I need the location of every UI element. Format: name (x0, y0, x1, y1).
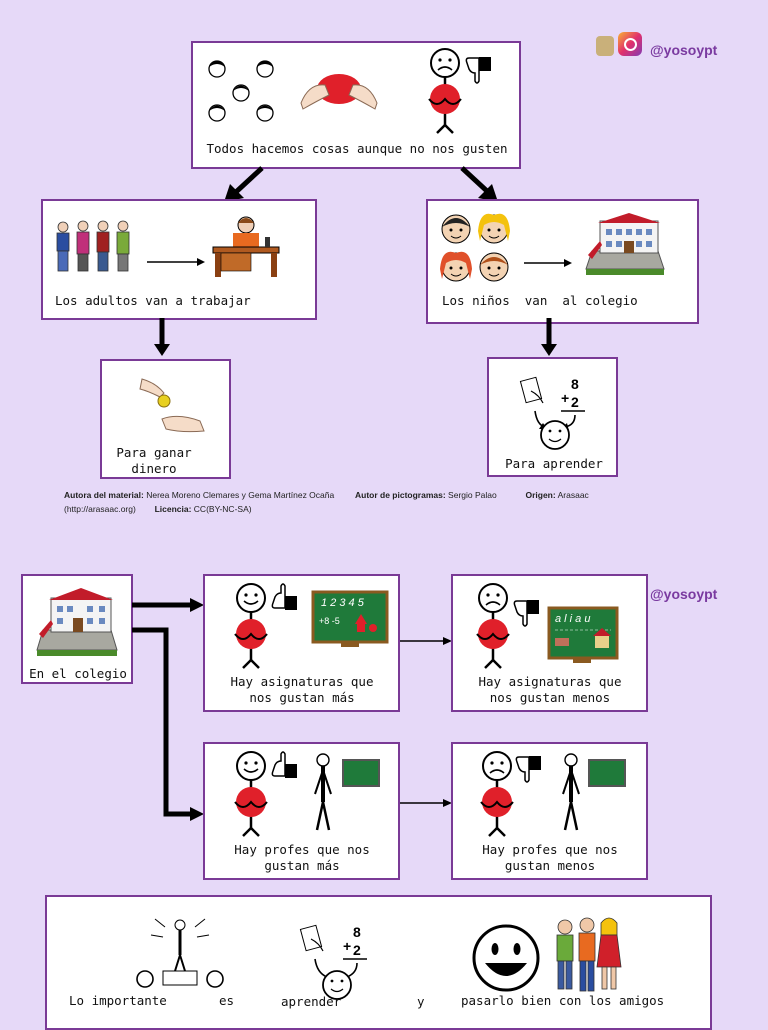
board-numbers-text: 1 2 3 4 5 (321, 597, 365, 609)
bottom-handle[interactable]: @yosoypt (650, 586, 718, 602)
friends-group-icon (556, 917, 622, 992)
svg-text:8: 8 (353, 924, 361, 940)
adults-group-icon (56, 220, 130, 272)
learn-icon: 8 + 2 (519, 376, 585, 450)
sad-figure-icon (476, 583, 510, 669)
teacher-figure-icon (562, 753, 580, 831)
children-faces-icon (440, 213, 510, 282)
sad-figure-icon (480, 751, 514, 837)
board-letters-text: a l i a u (555, 613, 590, 625)
teacher-figure-icon (314, 753, 332, 831)
teachers-dislike-text-2: gustan menos (504, 858, 596, 873)
svg-text:+8 -5: +8 -5 (319, 616, 340, 626)
arrow-right-icon (524, 259, 572, 267)
chalkboard-letters-icon: a l i a u (547, 606, 619, 663)
money-card-text-1: Para ganar (116, 445, 192, 460)
money-card: Para ganar dinero (100, 359, 231, 479)
math-bottom-text: 2 (571, 394, 579, 410)
arrow-down-left (154, 318, 170, 356)
svg-text:+: + (343, 938, 351, 954)
credits-line-1: Autora del material: Nerea Moreno Clemar… (64, 490, 589, 500)
teachers-like-card: Hay profes que nos gustan más (203, 742, 400, 880)
office-worker-icon (212, 216, 280, 277)
learn-card: 8 + 2 Para aprender (487, 357, 618, 477)
money-card-text-2: dinero (131, 461, 177, 476)
learn-icon: 8 + 2 (299, 924, 367, 1000)
arrow-down-right (541, 318, 557, 356)
main-card-text: Todos hacemos cosas aunque no nos gusten (206, 141, 508, 156)
teachers-like-text-2: gustan más (264, 858, 340, 873)
chalkboard-numbers-icon: 1 2 3 4 5 +8 -5 (311, 590, 389, 647)
hands-holding-ball-icon (300, 74, 378, 110)
main-card: Todos hacemos cosas aunque no nos gusten (191, 41, 521, 169)
arrow-left-down (224, 166, 264, 202)
arrow-subjects (400, 637, 452, 645)
instagram-handle[interactable]: @yosoypt (650, 42, 718, 58)
arrow-right-down (460, 166, 498, 202)
school-card-text: En el colegio (29, 666, 127, 681)
adults-card: Los adultos van a trabajar (41, 199, 317, 320)
subjects-dislike-text-2: nos gustan menos (489, 690, 611, 705)
thumbs-up-icon (271, 751, 297, 778)
arrow-right-icon (147, 258, 205, 266)
sad-figure-icon (428, 48, 462, 134)
big-smile-icon (472, 924, 540, 992)
important-figure-icon (136, 918, 224, 988)
school-building-icon (36, 588, 118, 656)
adults-card-text: Los adultos van a trabajar (55, 293, 251, 308)
avatar-icon (596, 36, 614, 56)
teachers-like-text-1: Hay profes que nos (234, 842, 370, 857)
small-board-icon (588, 759, 626, 787)
credits-line-2: (http://arasaac.org) Licencia: CC(BY-NC-… (64, 504, 252, 514)
people-group-icon (208, 60, 274, 122)
instagram-icon[interactable] (618, 32, 642, 56)
summary-card: 8 + 2 Lo importante es aprender y pasarl… (45, 895, 712, 1030)
thumbs-down-icon (465, 57, 491, 84)
happy-figure-icon (234, 583, 268, 669)
svg-text:+: + (561, 390, 569, 406)
summary-text-4: y (417, 994, 425, 1009)
summary-text-2: es (219, 993, 235, 1008)
subjects-like-card: 1 2 3 4 5 +8 -5 Hay asignaturas que nos … (203, 574, 400, 712)
happy-figure-icon (234, 751, 268, 837)
thumbs-down-icon (513, 600, 539, 627)
kids-card: Los niños van al colegio (426, 199, 699, 324)
math-top-text: 8 (571, 376, 579, 392)
school-card: En el colegio (21, 574, 133, 684)
svg-text:2: 2 (353, 942, 361, 958)
summary-text-1: Lo importante (69, 993, 167, 1008)
summary-text-5: pasarlo bien con los amigos (461, 993, 665, 1008)
kids-card-text: Los niños van al colegio (442, 293, 638, 308)
arrow-teachers (400, 799, 452, 807)
summary-text-3: aprender (281, 994, 342, 1009)
subjects-dislike-card: a l i a u Hay asignaturas que nos gustan… (451, 574, 648, 712)
thumbs-up-icon (271, 583, 297, 610)
thumbs-down-icon (515, 756, 541, 783)
teachers-dislike-card: Hay profes que nos gustan menos (451, 742, 648, 880)
school-building-icon (585, 213, 665, 275)
credits-url: (http://arasaac.org) (64, 504, 136, 514)
teachers-dislike-text-1: Hay profes que nos (482, 842, 618, 857)
subjects-like-text-1: Hay asignaturas que (230, 674, 374, 689)
hands-exchange-money-icon (139, 378, 205, 433)
learn-card-text: Para aprender (505, 456, 603, 471)
subjects-dislike-text-1: Hay asignaturas que (478, 674, 622, 689)
connector-arrows (132, 598, 204, 821)
small-board-icon (342, 759, 380, 787)
subjects-like-text-2: nos gustan más (249, 690, 355, 705)
